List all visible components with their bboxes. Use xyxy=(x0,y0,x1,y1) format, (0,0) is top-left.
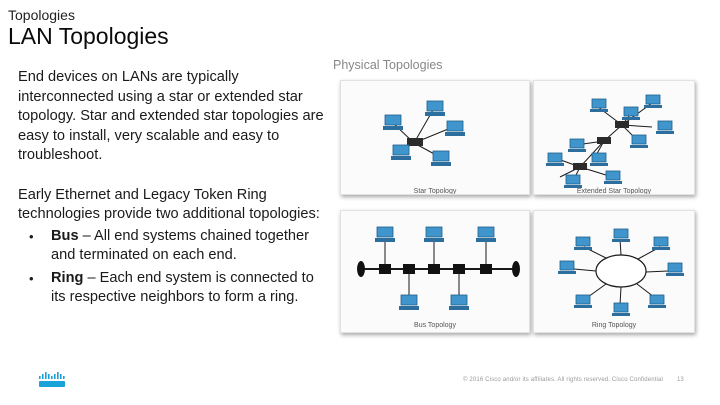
switch-icon xyxy=(407,138,423,146)
section-label: Topologies xyxy=(8,7,75,23)
figure-title: Physical Topologies xyxy=(333,58,443,72)
footer-copyright: © 2016 Cisco and/or its affiliates. All … xyxy=(463,377,663,383)
switch-icon xyxy=(573,163,587,170)
pc-icon xyxy=(574,294,592,308)
pc-icon xyxy=(449,294,469,310)
page-title: LAN Topologies xyxy=(8,23,169,49)
ring-icon xyxy=(595,254,647,288)
star-topology-diagram xyxy=(383,100,465,166)
pc-icon xyxy=(656,120,674,134)
bus-topology-diagram xyxy=(357,226,520,310)
bullet-text: – Each end system is connected to its re… xyxy=(51,269,314,306)
paragraph-star-topology: End devices on LANs are typically interc… xyxy=(18,69,324,163)
ring-topology-diagram xyxy=(558,228,684,316)
footer-page-number: 13 xyxy=(677,377,684,383)
pc-icon xyxy=(546,152,564,166)
switch-icon xyxy=(480,264,492,274)
body-text: End devices on LANs are typically interc… xyxy=(18,68,328,311)
switch-icon xyxy=(379,264,391,274)
pc-icon xyxy=(590,152,608,166)
pc-icon xyxy=(590,98,608,112)
pc-icon xyxy=(568,138,586,152)
switch-icon xyxy=(403,264,415,274)
switch-icon xyxy=(597,137,611,144)
pc-icon xyxy=(648,294,666,308)
pc-icon xyxy=(424,226,444,242)
bullet-term: Ring xyxy=(51,269,84,286)
terminator-icon xyxy=(357,261,365,277)
pc-icon xyxy=(375,226,395,242)
switch-icon xyxy=(453,264,465,274)
paragraph-legacy-topologies: Early Ethernet and Legacy Token Ring tec… xyxy=(18,186,320,223)
switch-icon xyxy=(615,121,629,128)
pc-icon xyxy=(604,170,622,184)
pc-icon xyxy=(558,260,576,274)
pc-icon xyxy=(399,294,419,310)
switch-icon xyxy=(428,264,440,274)
extended-star-topology-panel: Extended Star Topology xyxy=(533,80,695,195)
ring-topology-panel: Ring Topology xyxy=(533,210,695,333)
pc-icon xyxy=(612,302,630,316)
pc-icon xyxy=(644,94,662,108)
bullet-bus: • Bus – All end systems chained together… xyxy=(18,227,328,266)
pc-icon xyxy=(564,174,582,188)
bullet-text: – All end systems chained together and t… xyxy=(51,227,309,264)
topology-bullet-list: • Bus – All end systems chained together… xyxy=(18,227,328,308)
pc-icon xyxy=(652,236,670,250)
cisco-logo xyxy=(39,372,65,387)
pc-icon xyxy=(612,228,630,242)
bullet-term: Bus xyxy=(51,227,79,244)
panel-caption: Ring Topology xyxy=(591,322,637,329)
bullet-ring: • Ring – Each end system is connected to… xyxy=(18,269,328,308)
bus-topology-panel: Bus Topology xyxy=(340,210,530,333)
panel-caption: Extended Star Topology xyxy=(576,188,652,195)
terminator-icon xyxy=(512,261,520,277)
panel-caption: Star Topology xyxy=(413,188,457,195)
pc-icon xyxy=(431,150,451,166)
pc-icon xyxy=(630,134,648,148)
pc-icon xyxy=(425,100,445,116)
panel-caption: Bus Topology xyxy=(414,322,456,329)
pc-icon xyxy=(666,262,684,276)
pc-icon xyxy=(574,236,592,250)
pc-icon xyxy=(383,114,403,130)
pc-icon xyxy=(476,226,496,242)
pc-icon xyxy=(445,120,465,136)
bullet-icon: • xyxy=(29,270,34,286)
pc-icon xyxy=(391,144,411,160)
extended-star-topology-diagram xyxy=(546,94,674,188)
pc-icon xyxy=(622,106,640,120)
bullet-icon: • xyxy=(29,228,34,244)
star-topology-panel: Star Topology xyxy=(340,80,530,195)
